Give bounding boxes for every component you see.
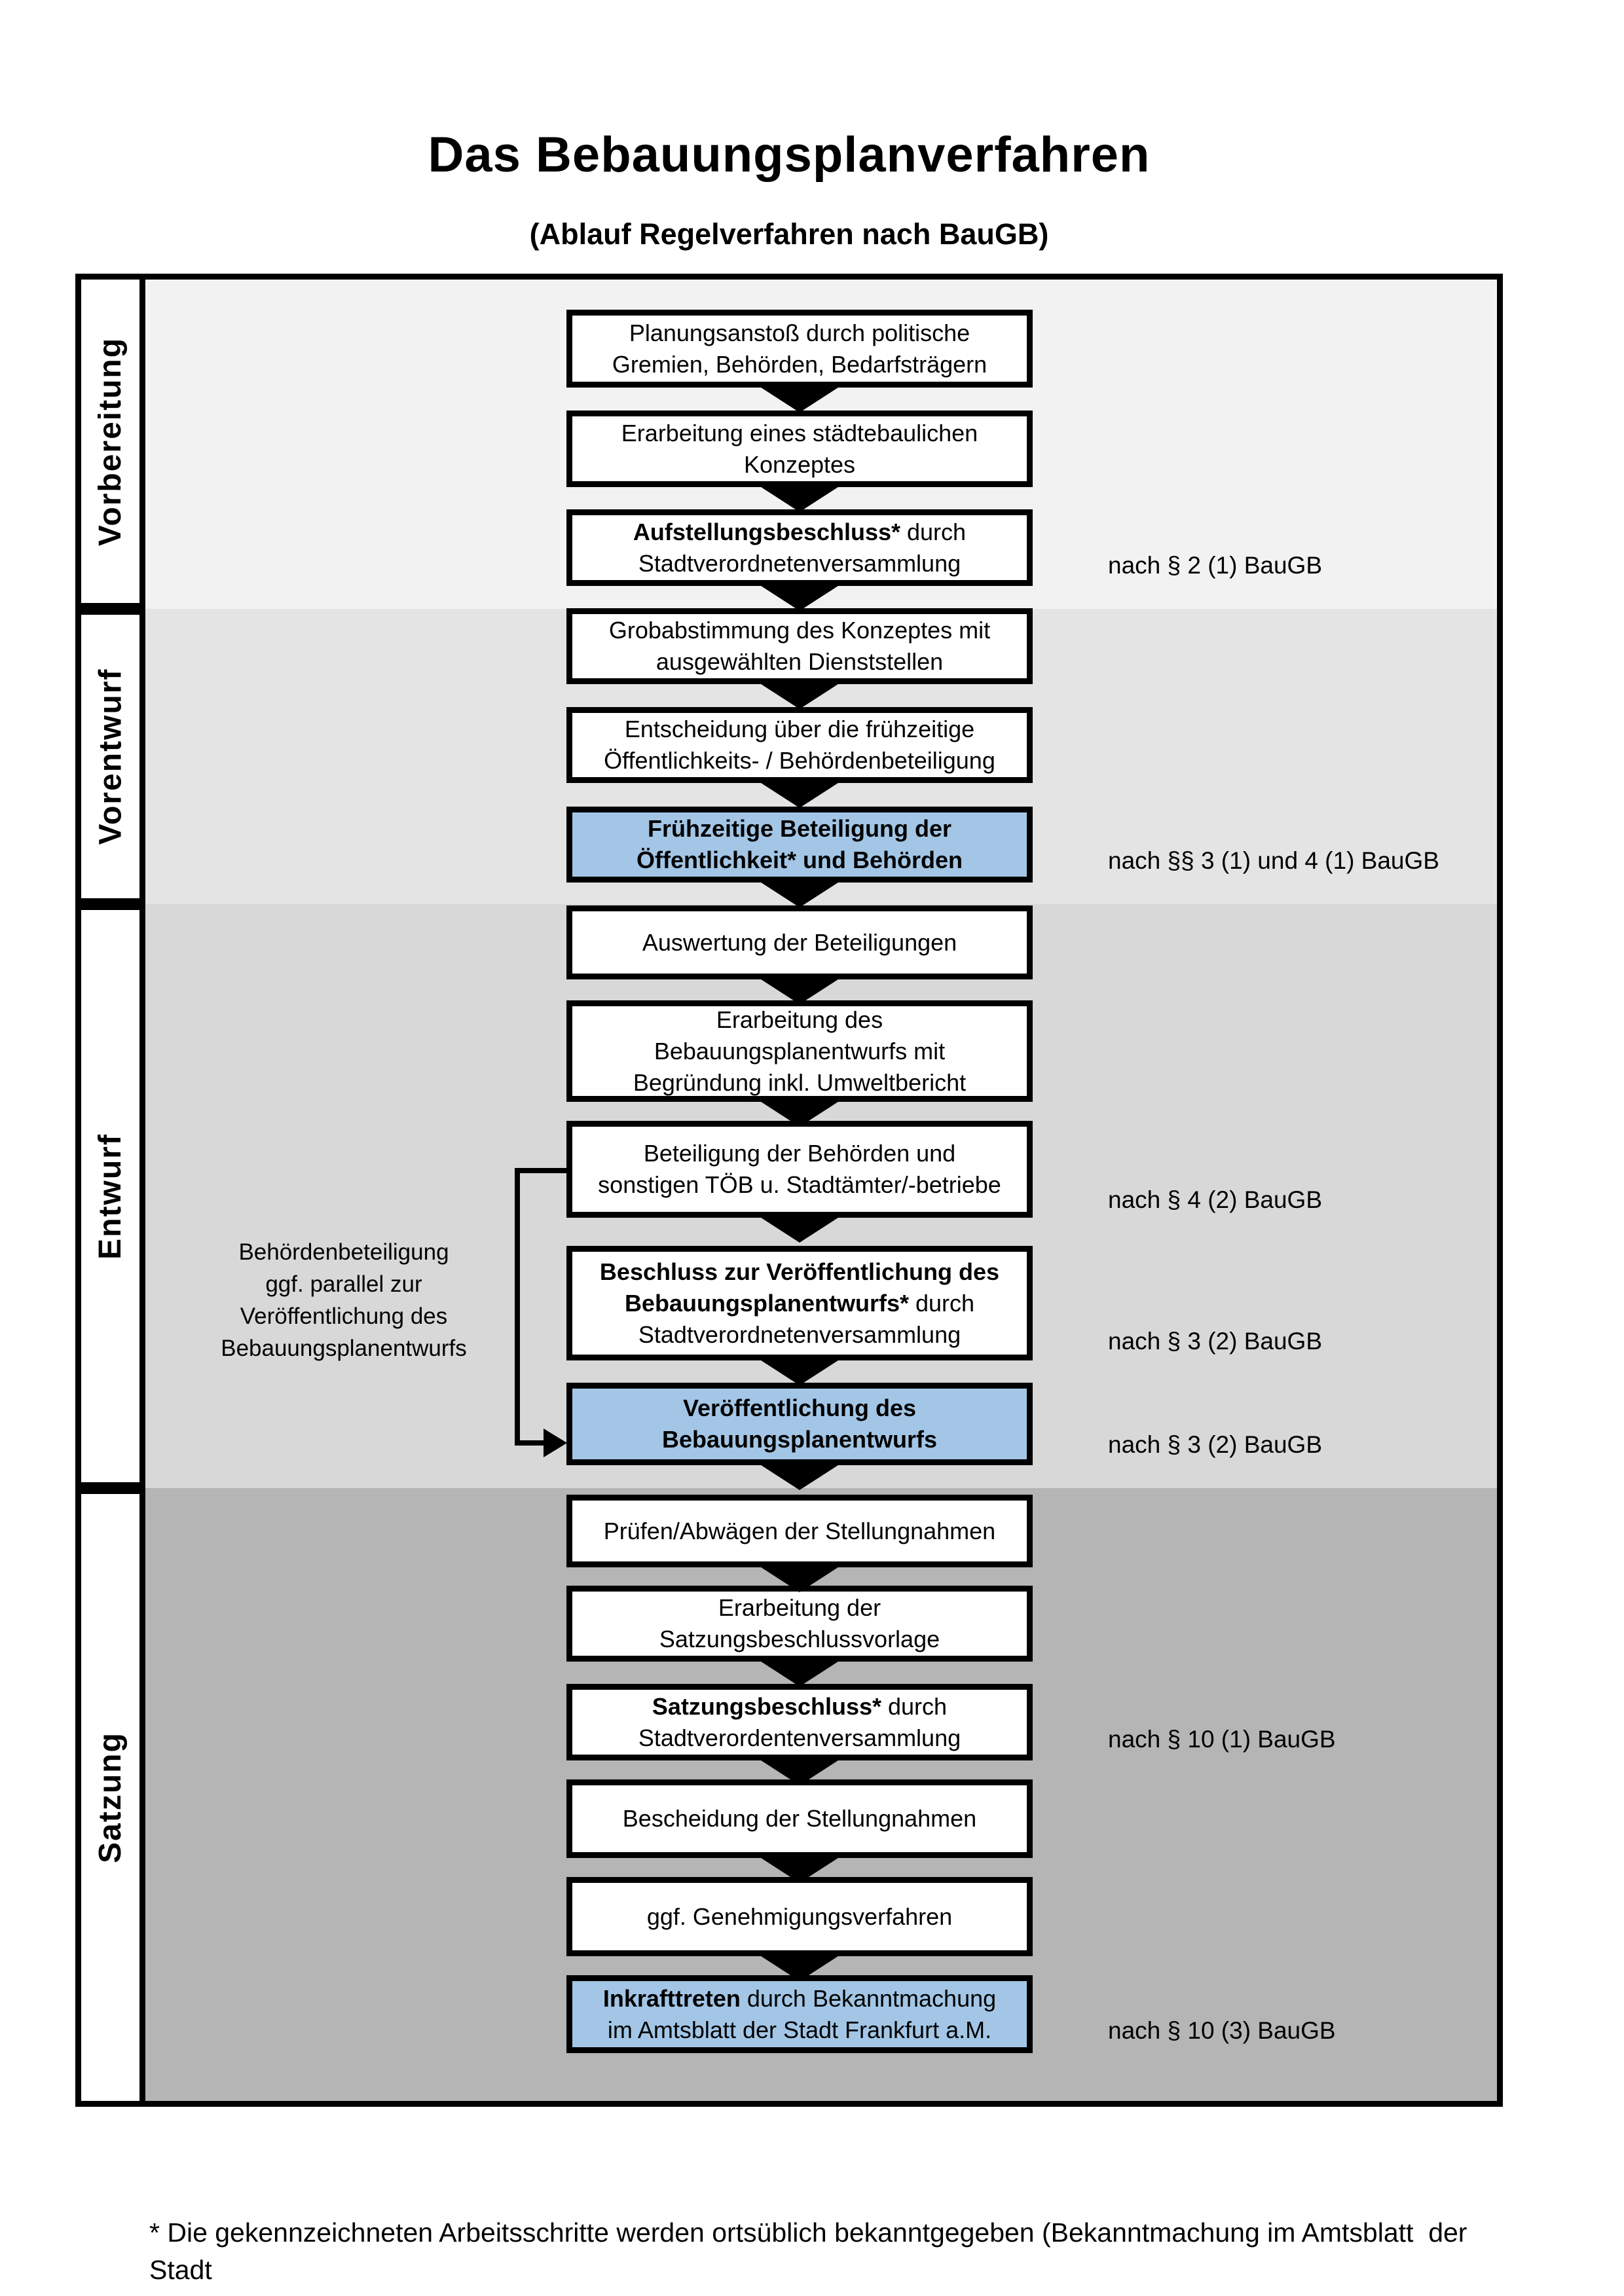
step-box-auswertung: Auswertung der Beteiligungen <box>566 905 1033 979</box>
step-line: Erarbeitung eines städtebaulichen <box>621 419 978 446</box>
step-line: Bebauungsplanentwurfs <box>661 1426 938 1453</box>
step-box-satzungsbeschluss: Satzungsbeschluss* durch Stadtverordente… <box>566 1684 1033 1760</box>
step-line: ausgewählten Dienststellen <box>655 648 944 675</box>
step-line: Veröffentlichung des <box>682 1394 917 1421</box>
arrow-down-icon <box>757 780 842 808</box>
step-box-pruefen-abwaegen: Prüfen/Abwägen der Stellungnahmen <box>566 1495 1033 1567</box>
step-box-inkrafttreten: Inkrafttreten durch Bekanntmachung im Am… <box>566 1975 1033 2053</box>
step-line: Satzungsbeschluss* durch <box>652 1692 948 1720</box>
phase-label-vorbereitung: Vorbereitung <box>75 274 145 609</box>
step-box-beschluss-veroeffentlichung: Beschluss zur Veröffentlichung des Bebau… <box>566 1246 1033 1360</box>
ref-label-inkrafttreten: nach § 10 (3) BauGB <box>1108 2017 1336 2044</box>
arrow-down-icon <box>757 385 842 412</box>
ref-label-beschluss: nach § 3 (2) BauGB <box>1108 1328 1323 1355</box>
step-line: Öffentlichkeits- / Behördenbeteiligung <box>604 747 995 774</box>
arrow-down-icon <box>757 1659 842 1686</box>
page-title: Das Bebauungsplanverfahren <box>428 127 1151 183</box>
ref-label-veroeffentlichung: nach § 3 (2) BauGB <box>1108 1431 1323 1458</box>
step-box-aufstellungsbeschluss: Aufstellungsbeschluss* durch Stadtverord… <box>566 509 1033 586</box>
step-line: Inkrafttreten durch Bekanntmachung <box>602 1984 997 2012</box>
step-line: Stadtverordnetenversammlung <box>638 549 961 577</box>
step-line: Planungsanstoß durch politische <box>629 319 970 346</box>
step-line: Konzeptes <box>743 450 856 478</box>
arrow-down-icon <box>757 1758 842 1785</box>
connector-line-bottom <box>515 1440 546 1446</box>
arrow-down-icon <box>757 1215 842 1243</box>
arrow-down-icon <box>757 977 842 1004</box>
step-line: Entscheidung über die frühzeitige <box>624 716 975 742</box>
step-line: Beteiligung der Behörden und <box>643 1140 956 1167</box>
footnote-line: * Die gekennzeichneten Arbeitsschritte w… <box>149 2217 1475 2285</box>
step-line: Beschluss zur Veröffentlichung des <box>599 1258 1000 1285</box>
step-line: Frühzeitige Beteiligung der <box>647 815 952 842</box>
step-line: Stadtverordentenversammlung <box>638 1724 961 1751</box>
connector-line-top <box>515 1168 571 1173</box>
step-box-satzungsvorlage: Erarbeitung der Satzungsbeschlussvorlage <box>566 1586 1033 1662</box>
arrow-down-icon <box>757 1463 842 1490</box>
arrow-down-icon <box>757 484 842 512</box>
phase-label-satzung: Satzung <box>75 1488 145 2107</box>
step-line: sonstigen TÖB u. Stadtämter/-betriebe <box>598 1171 1001 1198</box>
step-box-konzept: Erarbeitung eines städtebaulichen Konzep… <box>566 410 1033 487</box>
step-line: Prüfen/Abwägen der Stellungnahmen <box>603 1517 996 1544</box>
arrow-down-icon <box>757 1358 842 1385</box>
page-subtitle: (Ablauf Regelverfahren nach BauGB) <box>529 217 1049 251</box>
step-box-beteiligung-behoerden: Beteiligung der Behörden und sonstigen T… <box>566 1121 1033 1218</box>
connector-line-vertical <box>515 1168 520 1446</box>
step-box-veroeffentlichung: Veröffentlichung des Bebauungsplanentwur… <box>566 1383 1033 1465</box>
phase-label-text: Satzung <box>93 1732 128 1863</box>
phase-label-text: Vorbereitung <box>93 337 128 546</box>
arrow-down-icon <box>757 1855 842 1883</box>
step-line: Bebauungsplanentwurfs mit <box>654 1037 946 1065</box>
step-box-genehmigung: ggf. Genehmigungsverfahren <box>566 1877 1033 1956</box>
step-line: ggf. Genehmigungsverfahren <box>646 1903 953 1930</box>
step-line: Grobabstimmung des Konzeptes mit <box>608 617 991 644</box>
step-box-fruehzeitige-beteiligung: Frühzeitige Beteiligung der Öffentlichke… <box>566 807 1033 883</box>
arrow-down-icon <box>757 1954 842 1981</box>
phase-label-vorentwurf: Vorentwurf <box>75 609 145 904</box>
ref-label-aufstellung: nach § 2 (1) BauGB <box>1108 552 1323 579</box>
footnote: * Die gekennzeichneten Arbeitsschritte w… <box>149 2140 1511 2296</box>
step-line: Bescheidung der Stellungnahmen <box>622 1805 977 1832</box>
step-line: Gremien, Behörden, Bedarfsträgern <box>612 350 987 378</box>
arrow-down-icon <box>757 682 842 709</box>
step-line: Erarbeitung des <box>716 1006 883 1033</box>
side-note: Behördenbeteiligung ggf. parallel zur Ve… <box>221 1239 467 1361</box>
step-line: Stadtverordnetenversammlung <box>638 1321 961 1348</box>
phase-label-text: Entwurf <box>93 1133 128 1260</box>
step-line: Öffentlichkeit* und Behörden <box>636 847 963 873</box>
step-line: im Amtsblatt der Stadt Frankfurt a.M. <box>607 2016 992 2043</box>
step-box-grobabstimmung: Grobabstimmung des Konzeptes mit ausgewä… <box>566 608 1033 684</box>
arrow-down-icon <box>757 880 842 907</box>
step-box-planungsanstoss: Planungsanstoß durch politische Gremien,… <box>566 310 1033 388</box>
phase-label-text: Vorentwurf <box>93 668 128 845</box>
arrow-down-icon <box>757 1565 842 1592</box>
step-box-entscheidung: Entscheidung über die frühzeitige Öffent… <box>566 707 1033 783</box>
arrow-down-icon <box>757 1099 842 1127</box>
step-line: Auswertung der Beteiligungen <box>642 928 957 956</box>
ref-label-satzungsbeschluss: nach § 10 (1) BauGB <box>1108 1726 1336 1753</box>
ref-label-behoerden: nach § 4 (2) BauGB <box>1108 1186 1323 1213</box>
step-line: Begründung inkl. Umweltbericht <box>633 1068 967 1096</box>
arrow-down-icon <box>757 583 842 611</box>
step-box-bescheidung: Bescheidung der Stellungnahmen <box>566 1779 1033 1858</box>
ref-label-fruehzeitig: nach §§ 3 (1) und 4 (1) BauGB <box>1108 847 1439 874</box>
step-line: Satzungsbeschlussvorlage <box>659 1626 940 1652</box>
phase-label-entwurf: Entwurf <box>75 904 145 1488</box>
step-box-erarbeitung-entwurf: Erarbeitung des Bebauungsplanentwurfs mi… <box>566 1000 1033 1102</box>
step-line: Bebauungsplanentwurfs* durch <box>624 1289 975 1317</box>
step-line: Erarbeitung der <box>718 1594 881 1621</box>
step-line: Aufstellungsbeschluss* durch <box>633 518 967 545</box>
connector-arrow-icon <box>544 1429 567 1457</box>
